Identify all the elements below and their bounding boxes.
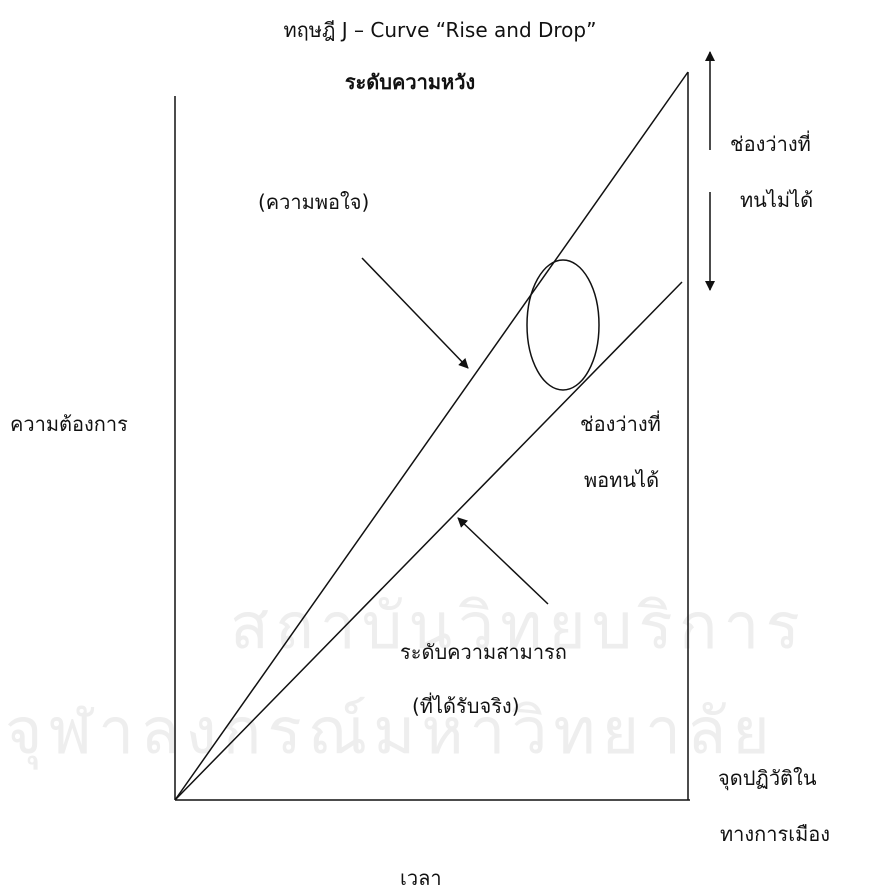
time-label: เวลา: [400, 866, 442, 890]
capability-pointer-arrow: [457, 517, 549, 605]
tolerable-gap-line-2: พอทนได้: [584, 468, 660, 492]
turning-point-line-2: ทางการเมือง: [720, 822, 831, 846]
watermark-line-1: สถาบันวิทยบริการ: [230, 590, 806, 664]
gap-ellipse: [526, 259, 600, 391]
capability-label-line-1: ระดับความสามารถ: [400, 640, 567, 664]
satisfaction-pointer-arrow: [361, 257, 469, 369]
watermark-line-2: จุฬาลงกรณ์มหาวิทยาลัย: [5, 695, 776, 769]
tolerable-gap-line-1: ช่องว่างที่: [580, 412, 661, 436]
intolerable-gap-line-1: ช่องว่างที่: [730, 132, 811, 156]
intolerable-gap-line-2: ทนไม่ได้: [740, 188, 814, 212]
turning-point-line-1: จุดปฏิวัติใน: [718, 766, 817, 790]
diagram-title: ทฤษฎี J – Curve “Rise and Drop”: [283, 18, 597, 42]
expectation-line: [174, 71, 689, 801]
capability-label-line-2: (ที่ได้รับจริง): [412, 694, 520, 718]
capability-line: [174, 281, 683, 801]
expectation-heading: ระดับความหวัง: [344, 70, 476, 94]
needs-label: ความต้องการ: [10, 412, 128, 436]
satisfaction-label: (ความพอใจ): [258, 190, 370, 214]
